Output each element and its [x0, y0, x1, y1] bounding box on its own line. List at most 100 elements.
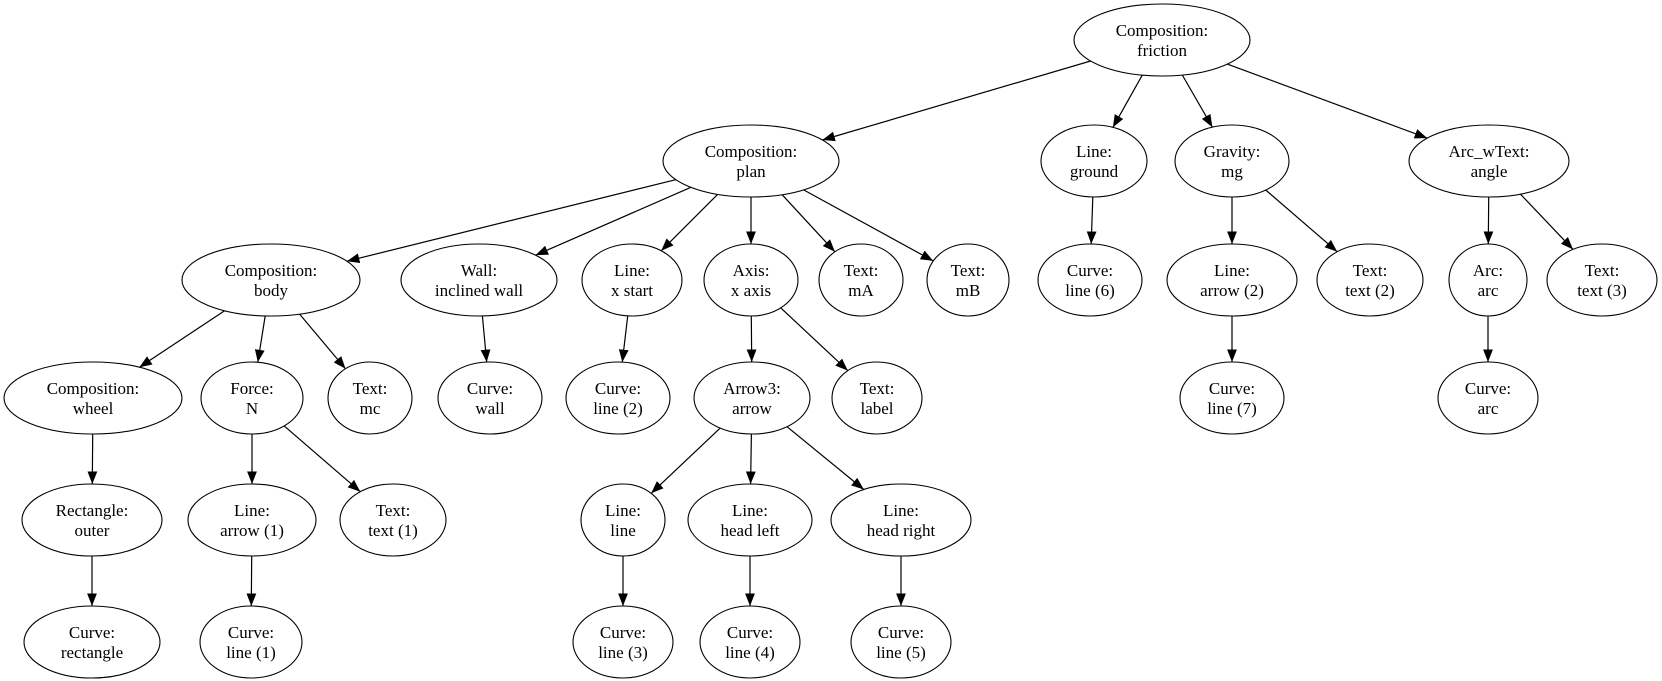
node-ellipse-body — [181, 243, 361, 317]
edge-mg-to-text_text2 — [1265, 189, 1338, 253]
node-label-name: line — [610, 521, 636, 540]
node-curve_line5: Curve:line (5) — [850, 605, 952, 679]
node-ellipse-curve_arc — [1437, 361, 1539, 435]
node-label-name: wall — [475, 399, 505, 418]
node-label-type: Curve: — [467, 379, 513, 398]
node-ellipse-rect_outer — [21, 483, 163, 557]
node-label-name: text (3) — [1577, 281, 1627, 300]
node-ellipse-head_right — [830, 483, 972, 557]
node-ellipse-line_arrow1 — [187, 483, 317, 557]
node-label-name: line (6) — [1065, 281, 1115, 300]
node-curve_rect: Curve:rectangle — [23, 605, 161, 679]
edge-friction-to-ground — [1112, 74, 1143, 128]
node-ellipse-x_start — [581, 243, 683, 317]
node-label-type: Curve: — [69, 623, 115, 642]
node-label-name: label — [860, 399, 893, 418]
node-label-type: Gravity: — [1204, 142, 1261, 161]
node-ellipse-line_line — [580, 483, 666, 557]
node-ellipse-curve_line5 — [850, 605, 952, 679]
node-ellipse-force_n — [200, 361, 304, 435]
node-curve_line6: Curve:line (6) — [1037, 243, 1143, 317]
node-ellipse-curve_line6 — [1037, 243, 1143, 317]
node-ellipse-curve_wall — [437, 361, 543, 435]
node-label-type: Curve: — [878, 623, 924, 642]
node-label-name: plan — [736, 162, 766, 181]
node-label-name: angle — [1471, 162, 1508, 181]
node-label-type: Composition: — [225, 261, 318, 280]
node-ellipse-text_label — [831, 361, 923, 435]
node-mg: Gravity:mg — [1174, 124, 1290, 198]
node-label-name: mA — [848, 281, 874, 300]
node-label-type: Curve: — [1067, 261, 1113, 280]
node-rect_outer: Rectangle:outer — [21, 483, 163, 557]
node-mB: Text:mB — [926, 243, 1010, 317]
node-label-type: Line: — [883, 501, 919, 520]
node-ellipse-curve_line7 — [1179, 361, 1285, 435]
node-label-type: Line: — [1214, 261, 1250, 280]
node-label-name: mg — [1221, 162, 1243, 181]
node-label-name: text (1) — [368, 521, 418, 540]
node-label-name: line (3) — [598, 643, 648, 662]
node-ellipse-head_left — [687, 483, 813, 557]
node-label-type: Curve: — [595, 379, 641, 398]
node-mA: Text:mA — [818, 243, 904, 317]
node-line_arrow2: Line:arrow (2) — [1166, 243, 1298, 317]
node-ellipse-text_text3 — [1546, 243, 1658, 317]
edge-friction-to-mg — [1181, 74, 1213, 128]
node-curve_arc: Curve:arc — [1437, 361, 1539, 435]
node-label-type: Line: — [234, 501, 270, 520]
node-arc_arc: Arc:arc — [1448, 243, 1528, 317]
node-curve_line3: Curve:line (3) — [572, 605, 674, 679]
node-text_text1: Text:text (1) — [339, 483, 447, 557]
node-label-type: Text: — [1353, 261, 1388, 280]
node-label-name: line (2) — [593, 399, 643, 418]
node-label-type: Text: — [860, 379, 895, 398]
node-label-name: inclined wall — [435, 281, 524, 300]
node-label-name: wheel — [73, 399, 114, 418]
node-ellipse-arc_arc — [1448, 243, 1528, 317]
node-x_axis: Axis:x axis — [703, 243, 799, 317]
edge-body-to-force_n — [254, 315, 266, 363]
node-friction: Composition:friction — [1073, 3, 1251, 77]
node-ellipse-curve_line3 — [572, 605, 674, 679]
node-label-name: arc — [1478, 399, 1499, 418]
edge-plan-to-wall — [535, 186, 692, 256]
edge-friction-to-plan — [822, 60, 1091, 142]
node-ellipse-text_text2 — [1316, 243, 1424, 317]
edge-arrow3-to-head_right — [786, 426, 865, 490]
node-curve_line1: Curve:line (1) — [199, 605, 303, 679]
node-label-type: Force: — [230, 379, 273, 398]
node-label-name: mc — [360, 399, 381, 418]
node-label-type: Curve: — [727, 623, 773, 642]
node-ellipse-wheel — [3, 361, 183, 435]
node-label-name: line (1) — [226, 643, 276, 662]
node-label-type: Line: — [732, 501, 768, 520]
node-ellipse-mB — [926, 243, 1010, 317]
node-label-name: x axis — [731, 281, 771, 300]
edge-x_axis-to-text_label — [780, 307, 849, 372]
edge-wall-to-curve_wall — [480, 315, 491, 363]
node-angle: Arc_wText:angle — [1408, 124, 1570, 198]
node-label-name: line (7) — [1207, 399, 1257, 418]
edge-friction-to-angle — [1227, 63, 1428, 139]
node-label-type: Line: — [614, 261, 650, 280]
node-label-name: body — [254, 281, 289, 300]
node-label-name: x start — [611, 281, 653, 300]
node-line_line: Line:line — [580, 483, 666, 557]
node-text_text2: Text:text (2) — [1316, 243, 1424, 317]
node-label-type: Line: — [605, 501, 641, 520]
edge-body-to-wheel — [139, 310, 225, 368]
node-ellipse-angle — [1408, 124, 1570, 198]
node-label-name: arc — [1478, 281, 1499, 300]
node-label-name: head right — [867, 521, 936, 540]
node-head_left: Line:head left — [687, 483, 813, 557]
node-line_arrow1: Line:arrow (1) — [187, 483, 317, 557]
node-label-type: Composition: — [1116, 21, 1209, 40]
node-ellipse-text_mc — [327, 361, 413, 435]
node-ellipse-friction — [1073, 3, 1251, 77]
node-label-name: friction — [1137, 41, 1188, 60]
edge-angle-to-text_text3 — [1519, 193, 1574, 250]
node-label-type: Text: — [353, 379, 388, 398]
